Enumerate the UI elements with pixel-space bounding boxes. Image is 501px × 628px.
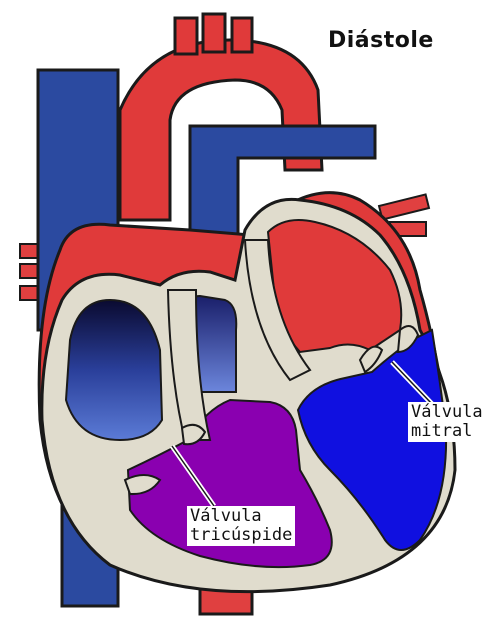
tricuspid-label-line-2: tricúspide: [190, 526, 292, 545]
tricuspid-valve-label: Válvula tricúspide: [187, 506, 295, 546]
mitral-label-line-2: mitral: [411, 422, 483, 441]
right-atrium: [66, 300, 162, 440]
tricuspid-label-line-1: Válvula: [190, 507, 292, 526]
mitral-label-line-1: Válvula: [411, 403, 483, 422]
diagram-title: Diástole: [328, 28, 434, 53]
mitral-valve-label: Válvula mitral: [408, 402, 486, 442]
aortic-branches: [175, 14, 252, 54]
